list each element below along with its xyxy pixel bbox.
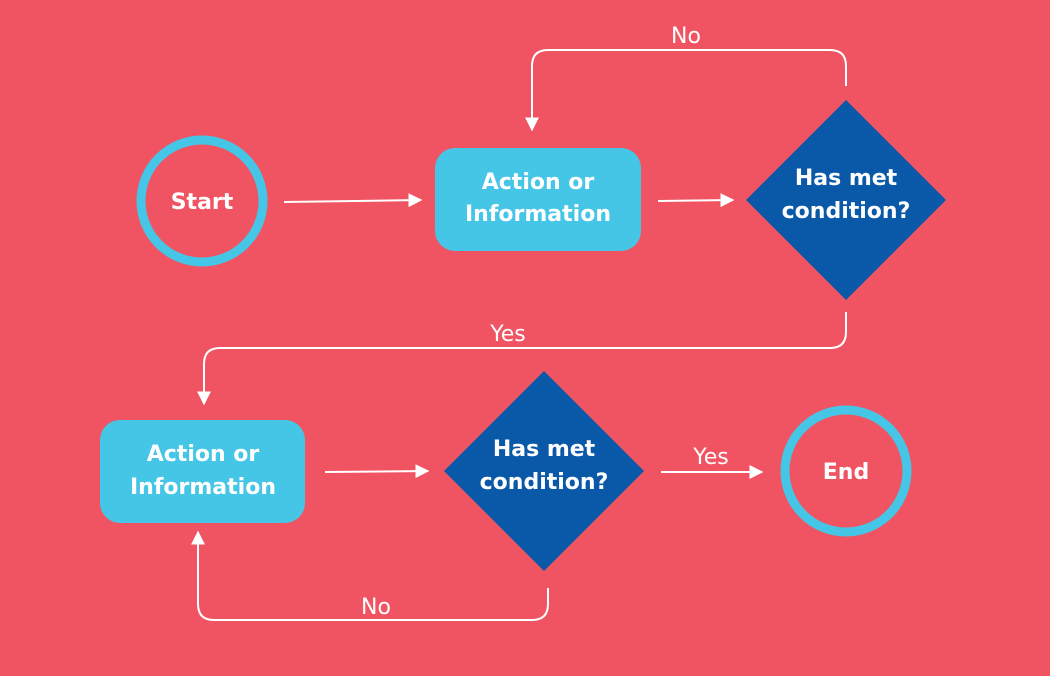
decision-node-1-label-line-2: condition? [782,199,911,224]
decision-node-2-diamond [444,371,644,571]
action-node-2-label-line-1: Action or [147,442,260,467]
end-circle [780,405,912,537]
edge-label-decision-1-yes: Yes [489,322,526,347]
start-circle [136,135,268,267]
end-label: End [823,460,869,485]
start-label: Start [171,190,234,215]
connector-action-2-to-decision-2 [324,464,430,479]
action-node-2-box [100,420,305,523]
connector-decision-1-yes [197,312,847,406]
end-node: End [780,405,912,537]
edge-label-decision-2-no: No [361,595,391,620]
decision-node-1: Has met condition? [746,100,946,300]
connector-decision-1-no-loop [525,49,847,132]
connector-decision-2-no-loop [191,530,549,621]
action-node-1-label-line-1: Action or [482,170,595,195]
connectors [191,49,847,621]
action-node-1-box [435,148,641,251]
decision-node-2-label-line-1: Has met [493,437,596,462]
decision-node-1-label-line-1: Has met [795,166,898,191]
connector-start-to-action-1 [283,193,423,208]
action-node-2-label-line-2: Information [130,475,276,500]
action-node-1: Action or Information [435,148,641,251]
decision-node-2: Has met condition? [444,371,644,571]
action-node-2: Action or Information [100,420,305,523]
edge-label-decision-1-no: No [671,24,701,49]
start-node: Start [136,135,268,267]
edge-label-decision-2-yes: Yes [692,445,729,470]
decision-node-2-label-line-2: condition? [480,470,609,495]
decision-node-1-diamond [746,100,946,300]
action-node-1-label-line-2: Information [465,202,611,227]
connector-action-1-to-decision-1 [657,193,735,208]
